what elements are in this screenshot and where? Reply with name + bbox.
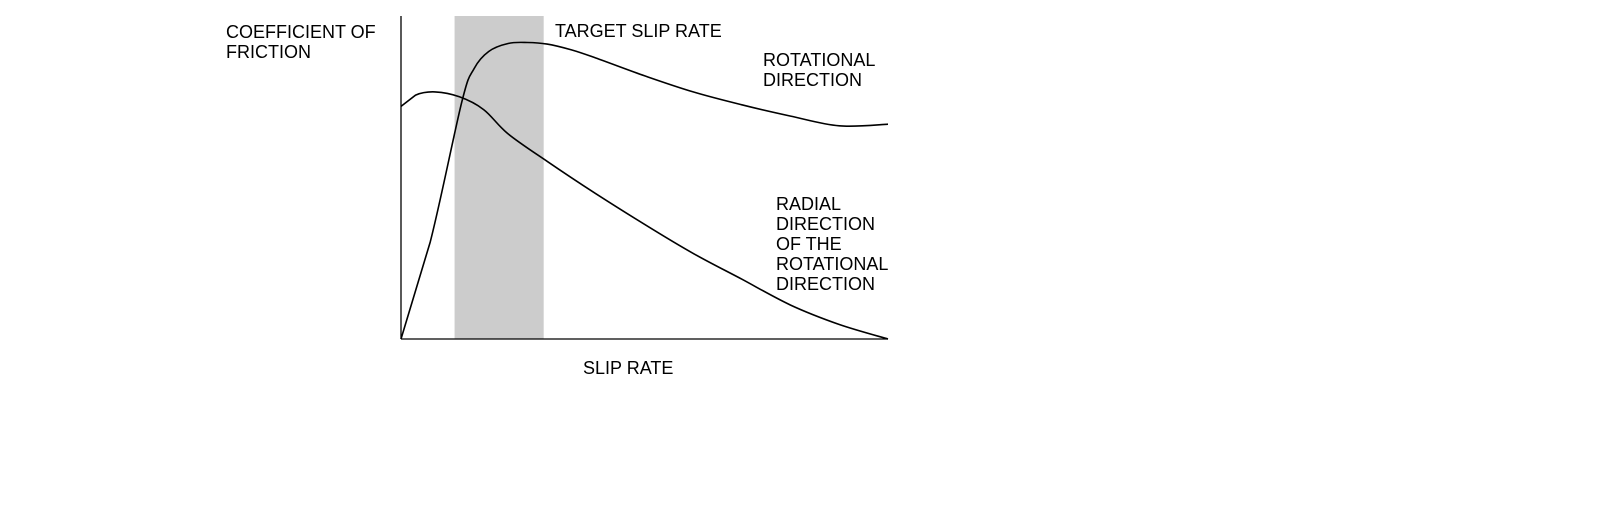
target-slip-band <box>454 16 544 339</box>
series-line-rotational <box>400 41 889 340</box>
y-axis-label: COEFFICIENT OF FRICTION <box>226 22 381 62</box>
series-line-radial <box>400 91 889 340</box>
series-label-radial: RADIAL DIRECTION OF THE ROTATIONAL DIREC… <box>776 194 893 294</box>
target-band-label: TARGET SLIP RATE <box>555 21 722 41</box>
series-label-rotational: ROTATIONAL DIRECTION <box>763 50 880 90</box>
x-axis-label: SLIP RATE <box>583 358 673 378</box>
